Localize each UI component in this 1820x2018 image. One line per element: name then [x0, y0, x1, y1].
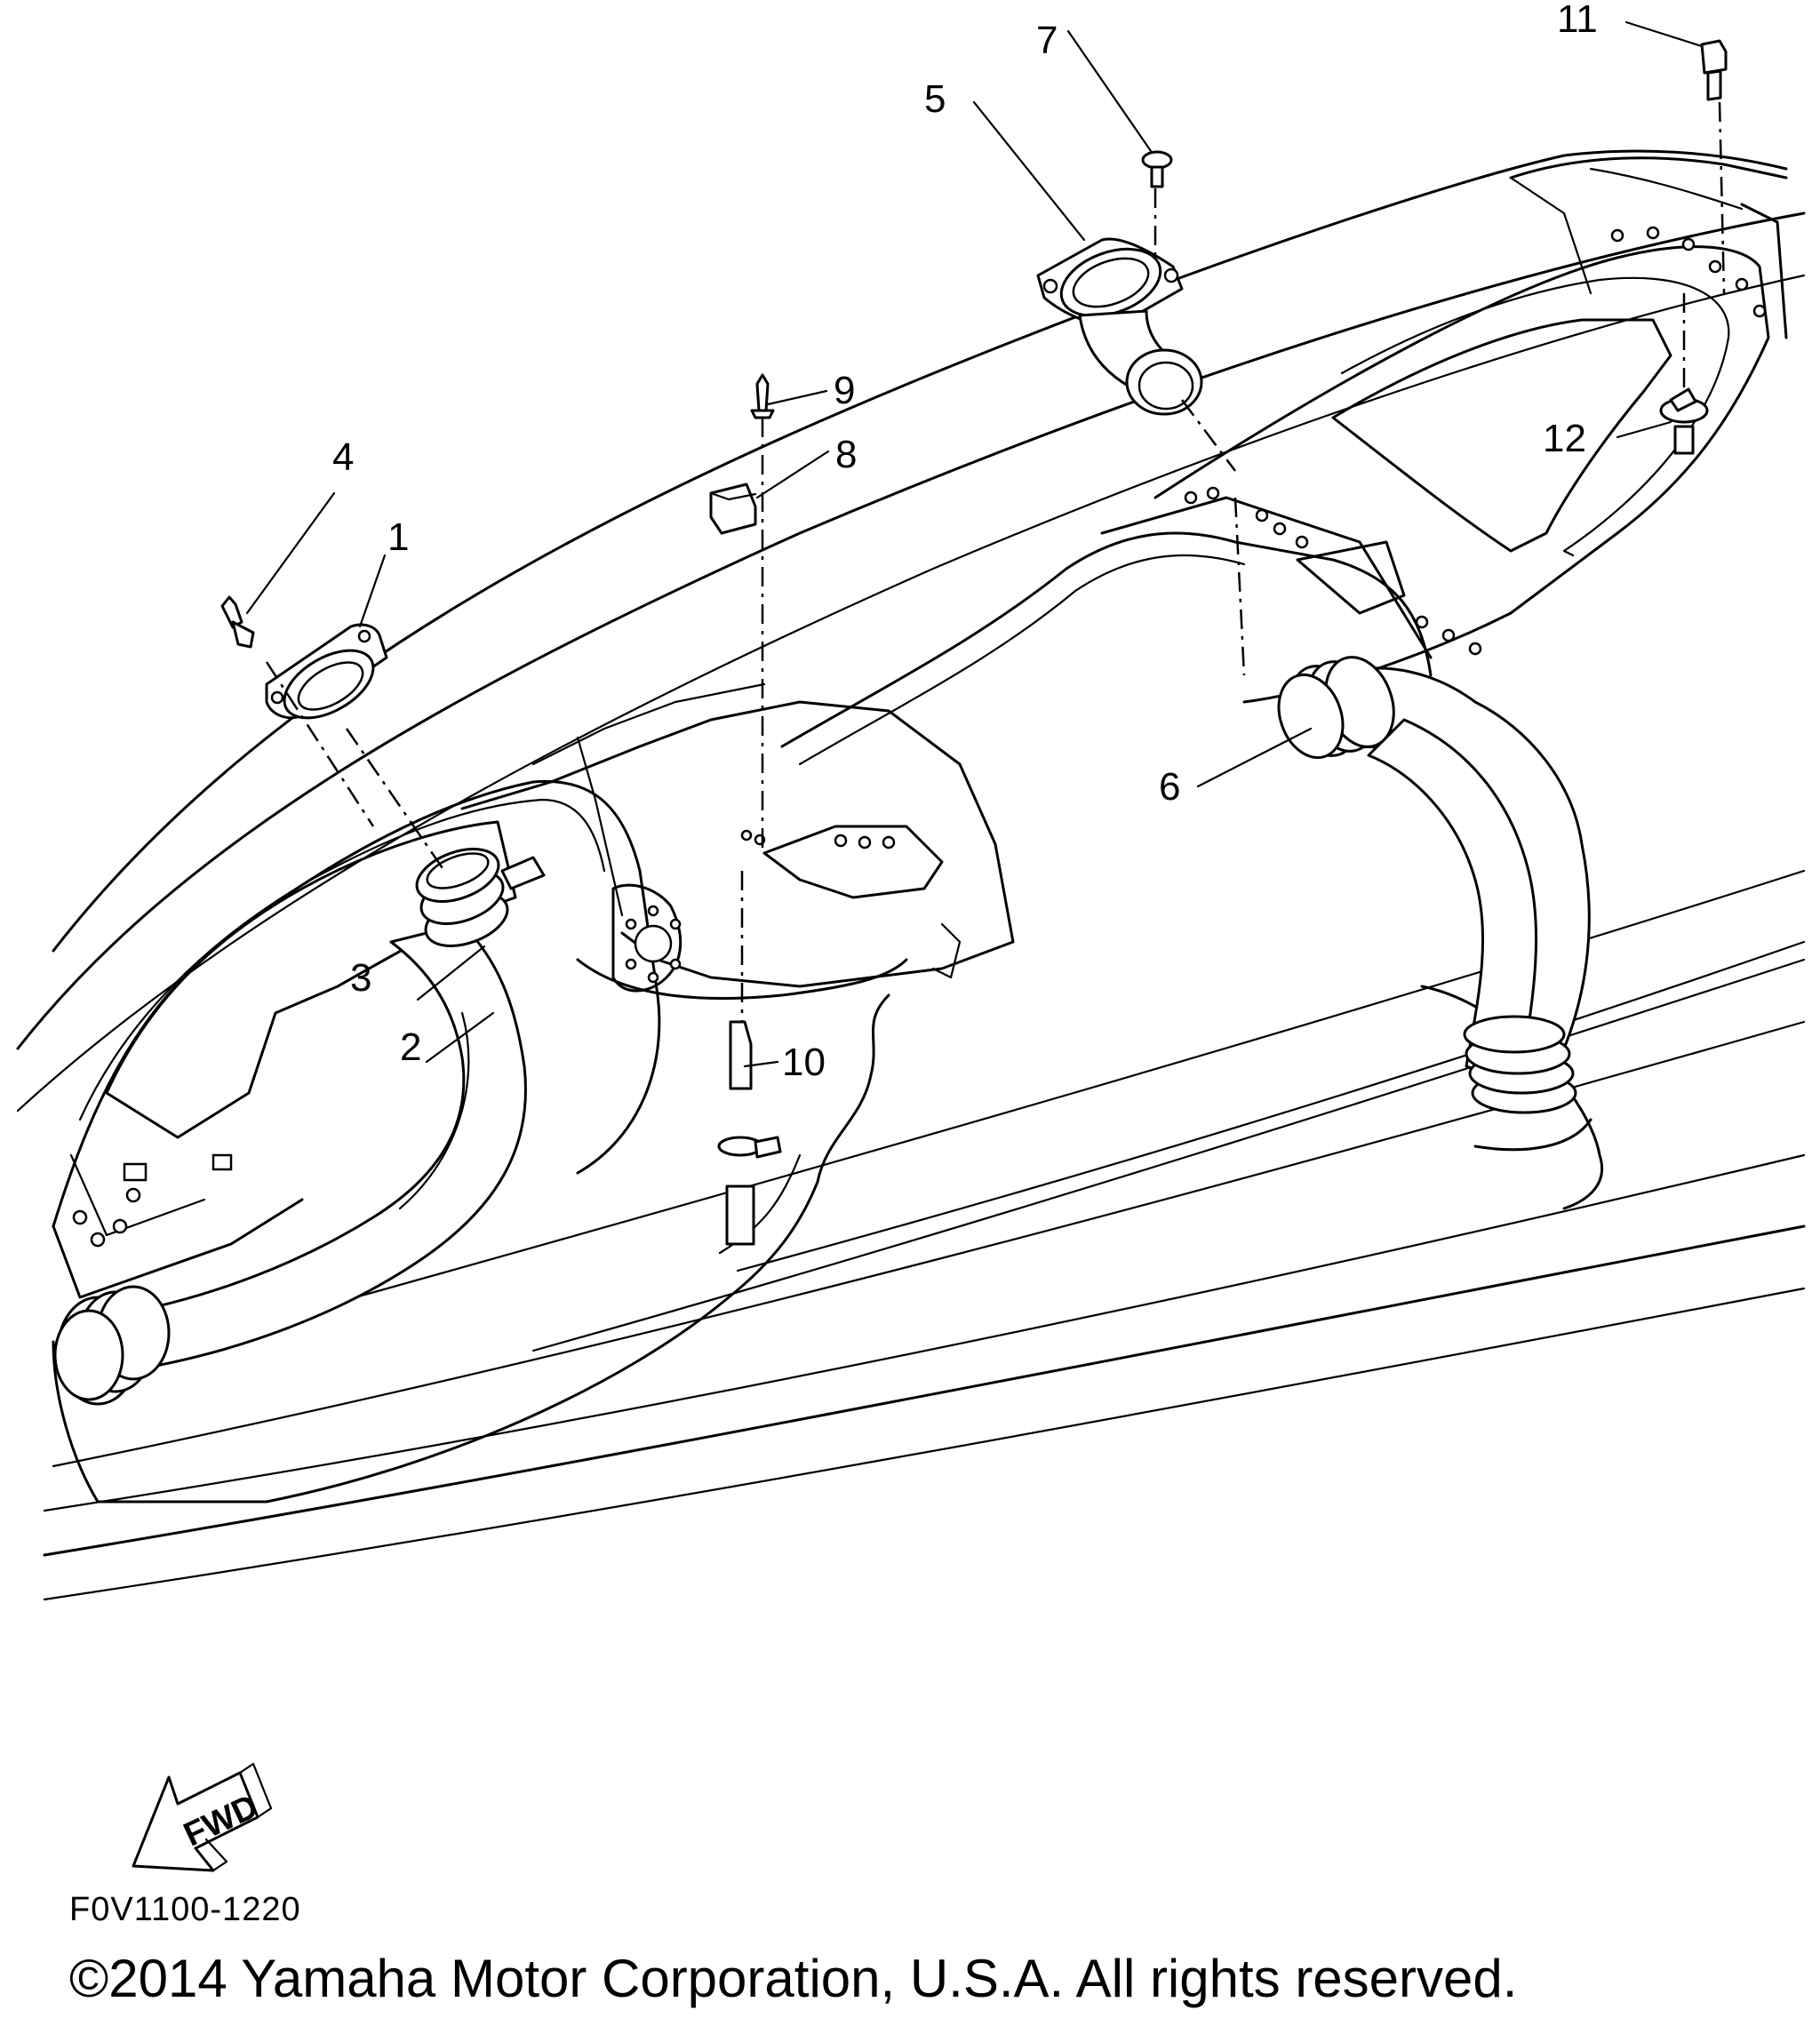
callout-7: 7: [1036, 19, 1058, 62]
callout-6: 6: [1159, 765, 1180, 809]
front-footwell: [52, 779, 661, 1299]
callout-4: 4: [332, 435, 354, 479]
callout-numbers: 1 2 3 4 5 6 7 8 9 10 11 12: [332, 0, 1598, 1084]
callout-5: 5: [924, 77, 946, 121]
duct-6: [1277, 656, 1592, 1152]
center-console: [460, 682, 1015, 1001]
leader-lines: [245, 20, 1704, 1068]
bolt-11: [1700, 39, 1728, 101]
callout-8: 8: [835, 433, 857, 476]
callout-11: 11: [1557, 0, 1598, 41]
drain-fitting-10: [717, 1020, 782, 1246]
deck-frame: [780, 486, 1433, 766]
hull-outline: [16, 149, 1806, 1601]
screw-7: [1141, 150, 1173, 188]
callout-3: 3: [350, 956, 371, 1000]
fwd-direction-arrow: FWD: [132, 1762, 273, 1872]
reference-code: F0V1100-1220: [69, 1891, 301, 1928]
callout-12: 12: [1543, 417, 1586, 460]
grommet-8: [709, 483, 757, 535]
callout-10: 10: [782, 1041, 826, 1084]
callout-1: 1: [387, 515, 409, 559]
callout-2: 2: [400, 1025, 421, 1069]
callout-9: 9: [834, 369, 855, 412]
copyright-notice: ©2014 Yamaha Motor Corporation, U.S.A. A…: [69, 1949, 1518, 2008]
inlet-flange-1: [265, 623, 388, 720]
elbow-flange-5: [1036, 237, 1203, 416]
rivet-9: [750, 373, 775, 419]
clamp-12: [1659, 387, 1709, 455]
assembly-lines: [265, 101, 1726, 1022]
intake-duct-2: [53, 922, 527, 1406]
rear-deck: [1153, 226, 1770, 704]
lower-well: [52, 985, 1604, 1504]
rivet-4: [220, 595, 255, 649]
hose-clamp-3: [415, 848, 546, 947]
